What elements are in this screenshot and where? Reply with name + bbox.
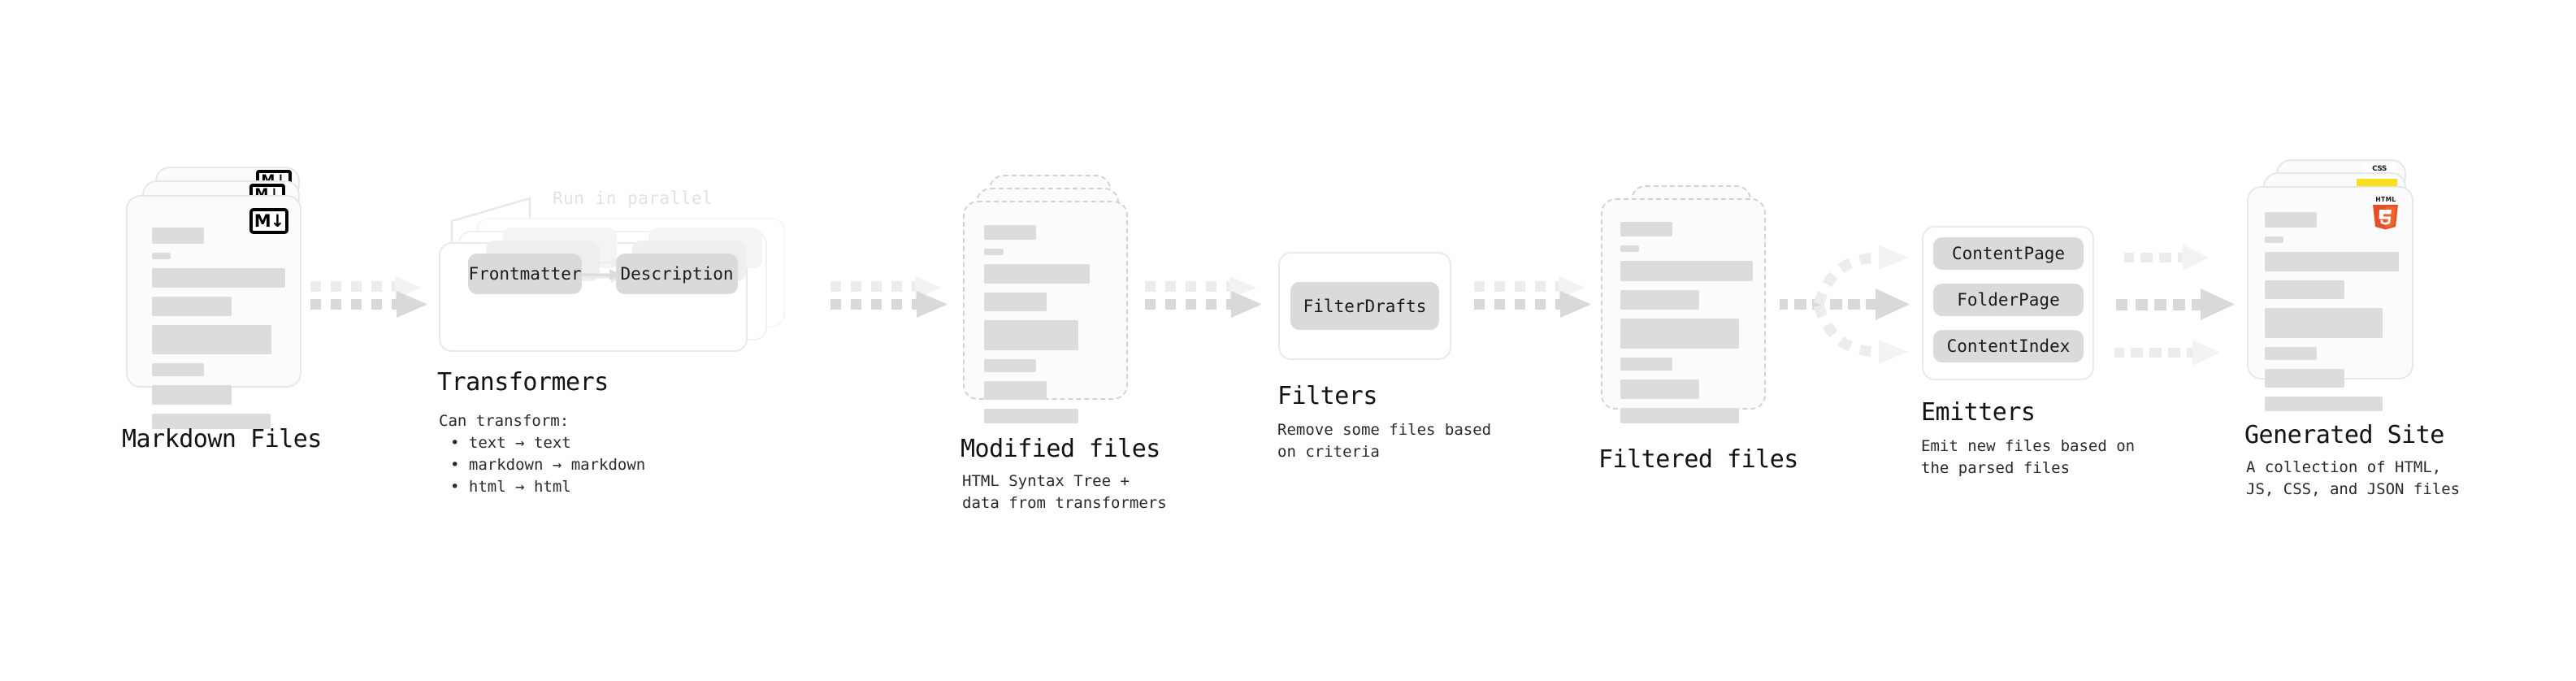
stage-title-transformers: Transformers (437, 368, 609, 397)
transformers-bullet-1: • text → text (450, 434, 571, 452)
card-line (984, 249, 1004, 255)
run-in-parallel-bracket (450, 197, 531, 242)
transformers-bullet-3: • html → html (450, 478, 571, 496)
chip-label: Description (620, 264, 734, 284)
arrow-markdown-to-transformers (307, 276, 429, 333)
chip-label: ContentIndex (1946, 336, 2071, 356)
stage-title-modified-files: Modified files (961, 435, 1160, 463)
arrow-emitters-to-site (2113, 232, 2255, 374)
emitter-chip-contentpage[interactable]: ContentPage (1933, 237, 2084, 270)
stage-caption-filters: Remove some files based on criteria (1277, 421, 1492, 461)
card-line (152, 228, 204, 244)
generated-card-front: HTML (2247, 186, 2413, 411)
stage-caption-emitters: Emit new files based on the parsed files (1921, 437, 2136, 477)
arrow-modified-to-filters (1142, 276, 1264, 333)
card-line (2265, 397, 2383, 411)
card-line (1620, 290, 1699, 310)
card-line (984, 409, 1078, 423)
filtered-card-lines (1620, 222, 1753, 432)
run-in-parallel-label: Run in parallel (553, 189, 713, 208)
modified-card-stack (963, 175, 1174, 423)
card-line (984, 320, 1078, 350)
chip-label: FolderPage (1957, 290, 2060, 310)
card-line (984, 264, 1090, 284)
card-line (984, 359, 1036, 372)
svg-text:HTML: HTML (2375, 196, 2396, 203)
filtered-card-stack (1601, 185, 1804, 423)
arrow-filtered-to-emitters (1780, 232, 1926, 374)
card-line (152, 363, 204, 376)
card-line (2265, 236, 2283, 243)
card-line (152, 297, 232, 316)
emitter-chip-contentindex[interactable]: ContentIndex (1933, 330, 2084, 362)
stage-caption-transformers: Can transform: (439, 412, 570, 430)
stage-filtered-files: Filtered files (1598, 185, 1804, 474)
card-line (152, 325, 271, 354)
modified-card-lines (984, 225, 1105, 432)
transformers-bullet-2: • markdown → markdown (450, 456, 646, 474)
card-line (2265, 252, 2399, 271)
card-line (152, 253, 171, 259)
stage-markdown-files: M↓ M↓ M↓ Markdown Files (122, 167, 337, 453)
card-line (152, 385, 232, 405)
card-line (1620, 319, 1739, 349)
filter-chip-filterdrafts[interactable]: FilterDrafts (1290, 282, 1439, 330)
modified-card-front (963, 201, 1128, 423)
stage-caption-generated-site: A collection of HTML, JS, CSS, and JSON … (2246, 458, 2461, 498)
card-line (2265, 308, 2383, 338)
card-line (2265, 369, 2344, 388)
card-line (2265, 280, 2344, 299)
stage-title-generated-site: Generated Site (2244, 421, 2444, 449)
markdown-badge: M↓ (249, 208, 288, 234)
chip-label: ContentPage (1951, 244, 2066, 263)
markdown-card-stack: M↓ M↓ M↓ (126, 167, 337, 429)
card-line (152, 414, 271, 429)
card-line (2265, 347, 2317, 360)
stage-title-markdown-files: Markdown Files (122, 425, 322, 453)
card-line (152, 268, 285, 288)
card-line (1620, 222, 1672, 236)
stage-modified-files: Modified files HTML Syntax Tree + data f… (961, 175, 1174, 512)
chip-label: FilterDrafts (1303, 296, 1427, 316)
markdown-card-lines (152, 228, 285, 438)
stage-title-filtered-files: Filtered files (1598, 445, 1798, 474)
stage-generated-site: CSS HTML (2244, 159, 2460, 498)
stage-caption-modified-files: HTML Syntax Tree + data from transformer… (962, 472, 1167, 512)
card-line (1620, 261, 1753, 281)
arrow-transformers-to-modified (827, 276, 949, 333)
card-line (1620, 245, 1639, 252)
stage-title-emitters: Emitters (1921, 398, 2036, 427)
card-line (1620, 358, 1672, 371)
card-line (984, 381, 1047, 400)
filtered-card-front (1601, 198, 1766, 423)
card-line (1620, 380, 1699, 399)
transformer-chip-description[interactable]: Description (616, 254, 738, 294)
chip-label: Frontmatter (468, 264, 582, 284)
generated-card-lines (2265, 212, 2399, 420)
card-line (2265, 212, 2317, 228)
transformer-chip-frontmatter[interactable]: Frontmatter (468, 254, 582, 294)
card-line (984, 293, 1047, 311)
transformers-inner-arrow (582, 269, 621, 280)
generated-card-stack: CSS HTML (2247, 159, 2458, 411)
stage-title-filters: Filters (1277, 382, 1377, 410)
arrow-filters-to-filtered (1471, 276, 1601, 333)
card-line (1620, 408, 1739, 423)
html5-badge: HTML (2371, 194, 2400, 230)
markdown-card-front: M↓ (126, 195, 301, 429)
card-line (984, 225, 1036, 240)
emitter-chip-folderpage[interactable]: FolderPage (1933, 284, 2084, 316)
